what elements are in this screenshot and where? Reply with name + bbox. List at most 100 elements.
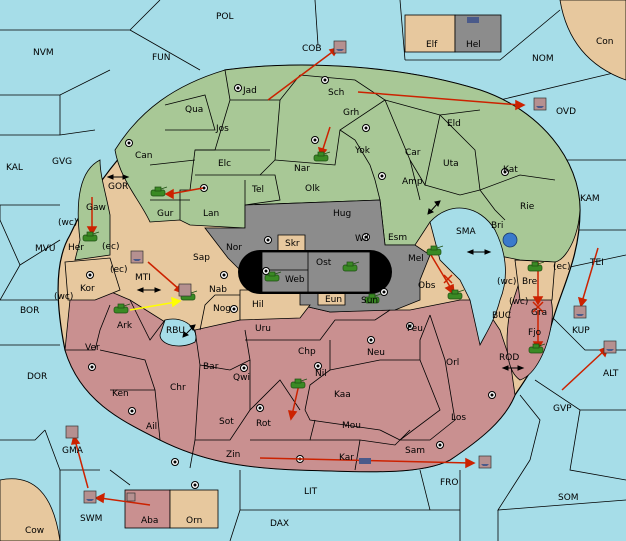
label-buc: BUC — [492, 311, 511, 321]
label-uta: Uta — [443, 159, 459, 169]
label-wc4: (wc) — [509, 297, 528, 307]
sea-rbu[interactable] — [159, 318, 197, 347]
label-sap: Sap — [193, 253, 210, 263]
label-ver: Ver — [85, 343, 100, 353]
label-pol: POL — [216, 12, 234, 22]
army-icon[interactable] — [150, 186, 168, 197]
label-gra: Gra — [531, 308, 547, 318]
label-jos: Jos — [215, 124, 229, 134]
label-ec2: (ec) — [553, 262, 571, 272]
army-icon[interactable] — [528, 343, 546, 354]
label-nor: Nor — [226, 243, 242, 253]
label-fjo: Fjo — [528, 328, 542, 338]
army-icon[interactable] — [364, 293, 382, 304]
fleet-units — [65, 17, 617, 504]
army-icon[interactable] — [447, 289, 465, 300]
label-hel: Hel — [466, 40, 481, 50]
label-rbu: RBU — [166, 326, 185, 336]
army-icon[interactable] — [426, 245, 444, 256]
label-uru: Uru — [255, 324, 271, 334]
fleet-icon[interactable] — [573, 305, 587, 319]
province-con[interactable] — [559, 0, 626, 81]
label-her: Her — [68, 243, 84, 253]
fleet-icon[interactable] — [65, 425, 79, 439]
fleet-icon[interactable] — [603, 340, 617, 354]
label-kar: Kar — [339, 453, 354, 463]
fleet-icon[interactable] — [502, 232, 518, 248]
province-hil[interactable] — [239, 289, 311, 321]
label-nvm: NVM — [33, 48, 54, 58]
army-icon[interactable] — [264, 271, 282, 282]
map-labels: POL FUN NVM NOM Con COB Elf Hel OVD KAL … — [6, 12, 619, 536]
label-eun: Eun — [325, 295, 342, 305]
army-icon[interactable] — [82, 231, 100, 242]
army-icon[interactable] — [290, 378, 308, 389]
label-sot: Sot — [219, 417, 234, 427]
label-gaw: Gaw — [86, 203, 106, 213]
sea-sma[interactable] — [429, 207, 506, 347]
label-ail: Ail — [146, 422, 157, 432]
fleet-icon[interactable] — [533, 97, 547, 111]
label-ovd: OVD — [556, 107, 576, 117]
failed-order-marks — [443, 274, 544, 313]
province-elf[interactable] — [404, 14, 456, 53]
label-lit: LIT — [304, 487, 318, 497]
label-lan: Lan — [203, 209, 219, 219]
label-mel: Mel — [408, 254, 424, 264]
label-nab: Nab — [209, 285, 227, 295]
fleet-icon[interactable] — [333, 40, 347, 54]
fleet-icon[interactable] — [467, 17, 479, 23]
fleet-icon[interactable] — [478, 455, 492, 469]
province-bre[interactable] — [514, 259, 556, 301]
label-can: Can — [135, 151, 153, 161]
label-amp: Amp — [402, 177, 423, 187]
label-skr: Skr — [285, 239, 300, 249]
label-kam: KAM — [580, 194, 600, 204]
label-los: Los — [451, 413, 466, 423]
fleet-icon[interactable] — [130, 250, 144, 264]
fleet-icon[interactable] — [359, 458, 371, 464]
fleet-icon[interactable] — [126, 492, 136, 502]
label-swm: SWM — [80, 514, 102, 524]
label-chp: Chp — [298, 347, 316, 357]
label-nog: Nog — [213, 304, 231, 314]
label-nom: NOM — [532, 54, 554, 64]
province-orn[interactable] — [169, 489, 219, 529]
label-kat: Kat — [503, 165, 518, 175]
label-chr: Chr — [170, 383, 186, 393]
label-ec3: (ec) — [110, 265, 128, 275]
label-hug: Hug — [333, 209, 351, 219]
fleet-icon[interactable] — [178, 283, 192, 297]
label-cob: COB — [302, 44, 322, 54]
label-sch: Sch — [328, 88, 344, 98]
label-eld: Eld — [447, 119, 461, 129]
army-icon[interactable] — [342, 261, 360, 272]
label-ark: Ark — [117, 321, 133, 331]
label-mti: MTI — [135, 273, 151, 283]
label-ost: Ost — [316, 258, 332, 268]
label-grh: Grh — [343, 108, 359, 118]
coast-link-arrows — [106, 174, 525, 371]
label-gur: Gur — [157, 209, 174, 219]
army-icon[interactable] — [527, 261, 545, 272]
label-tei: TEI — [589, 258, 604, 268]
label-rod: ROD — [499, 353, 519, 363]
label-dor: DOR — [27, 372, 47, 382]
army-icon[interactable] — [113, 303, 131, 314]
label-kor: Kor — [80, 284, 95, 294]
label-aba: Aba — [141, 516, 158, 526]
label-mvu: MVU — [35, 244, 56, 254]
label-gma: GMA — [62, 446, 84, 456]
province-borders — [65, 69, 556, 471]
label-zin: Zin — [226, 450, 240, 460]
fleet-icon[interactable] — [83, 490, 97, 504]
label-tel: Tel — [251, 185, 264, 195]
label-cow: Cow — [25, 526, 44, 536]
label-esm: Esm — [388, 233, 407, 243]
label-neu: Neu — [367, 348, 385, 358]
label-sam: Sam — [405, 446, 425, 456]
label-alt: ALT — [603, 369, 619, 379]
province-kor[interactable] — [64, 257, 121, 301]
army-icon[interactable] — [313, 151, 331, 162]
